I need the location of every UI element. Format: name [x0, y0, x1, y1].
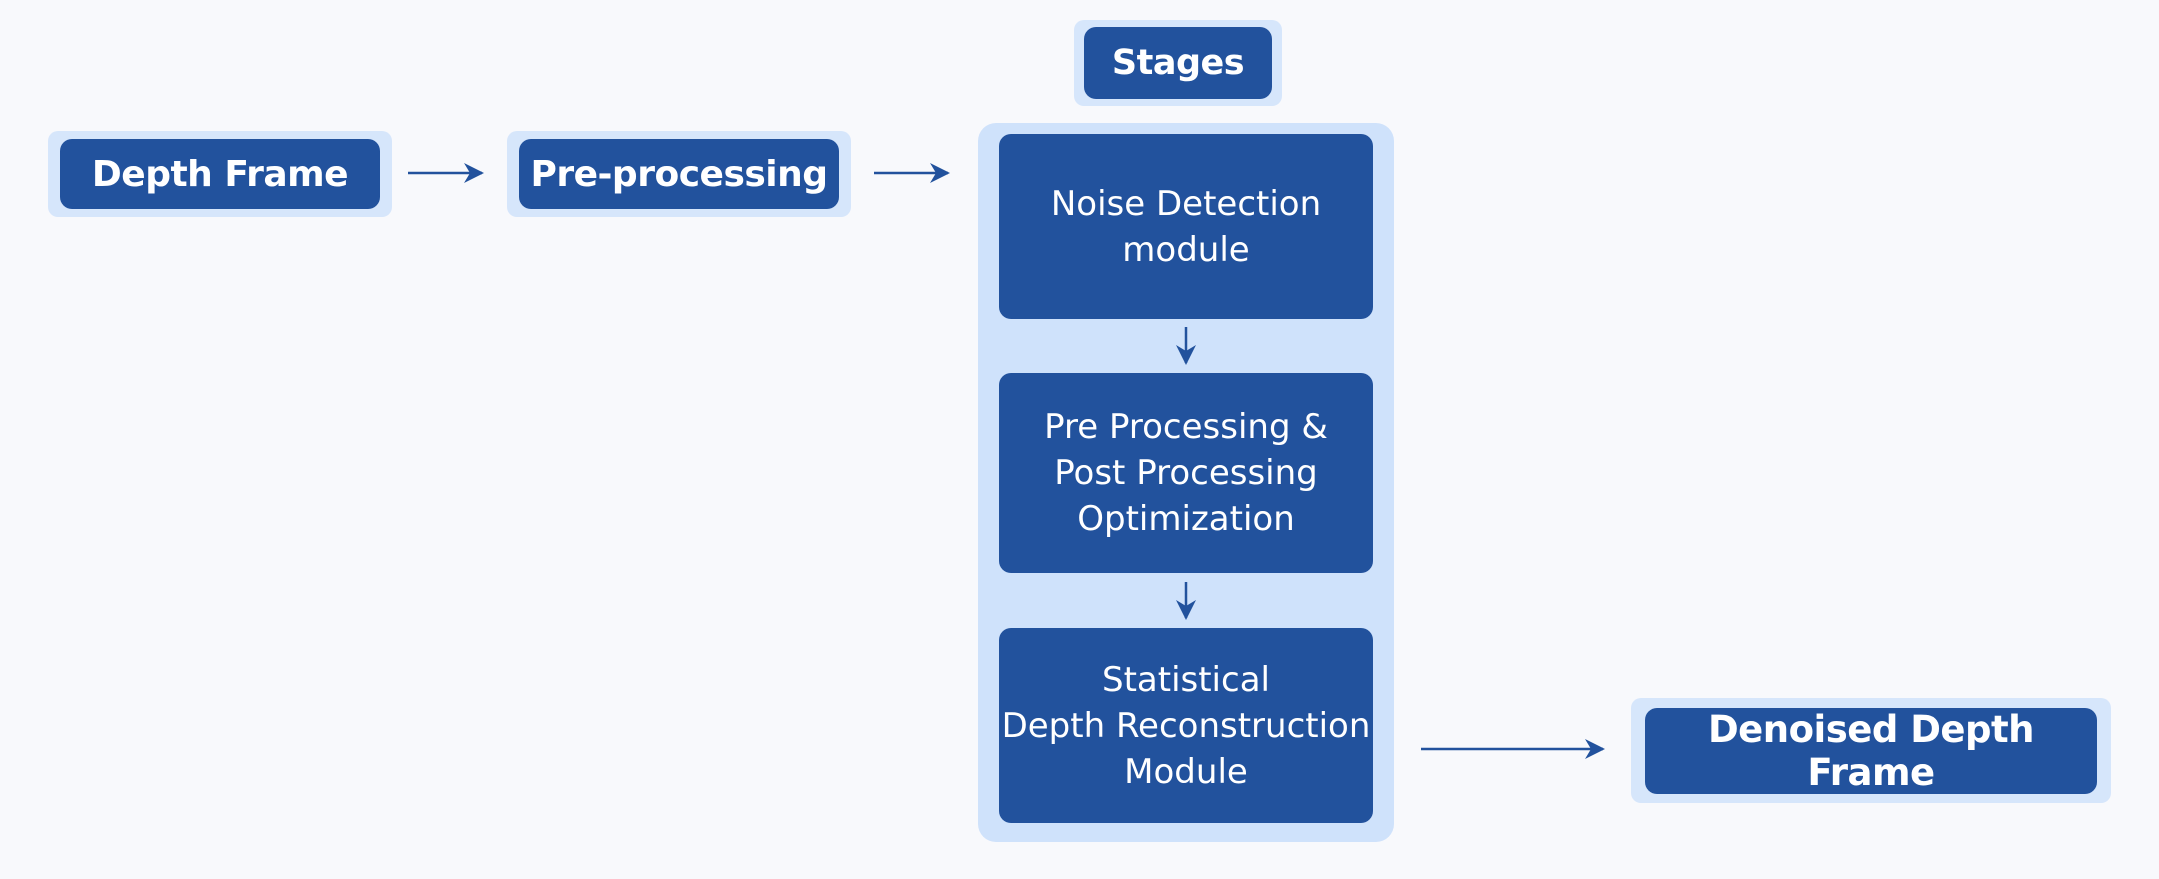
stages-title: Stages [1084, 27, 1272, 99]
stage-noise-detection: Noise Detection module [999, 134, 1373, 319]
preprocessing-node: Pre-processing [519, 139, 839, 209]
stage-depth-reconstruction: Statistical Depth Reconstruction Module [999, 628, 1373, 823]
depth-frame-node: Depth Frame [60, 139, 380, 209]
depth-frame-label: Depth Frame [91, 153, 349, 195]
stage-depth-reconstruction-label: Statistical Depth Reconstruction Module [1001, 659, 1371, 792]
preprocessing-label: Pre-processing [530, 153, 828, 195]
stages-title-label: Stages [1111, 43, 1245, 83]
stage-processing-optimization: Pre Processing & Post Processing Optimiz… [999, 373, 1373, 573]
stage-processing-optimization-label: Pre Processing & Post Processing Optimiz… [1044, 407, 1328, 539]
stage-noise-detection-label: Noise Detection module [1050, 183, 1322, 270]
output-node: Denoised Depth Frame [1645, 708, 2097, 794]
output-label: Denoised Depth Frame [1707, 708, 2035, 794]
